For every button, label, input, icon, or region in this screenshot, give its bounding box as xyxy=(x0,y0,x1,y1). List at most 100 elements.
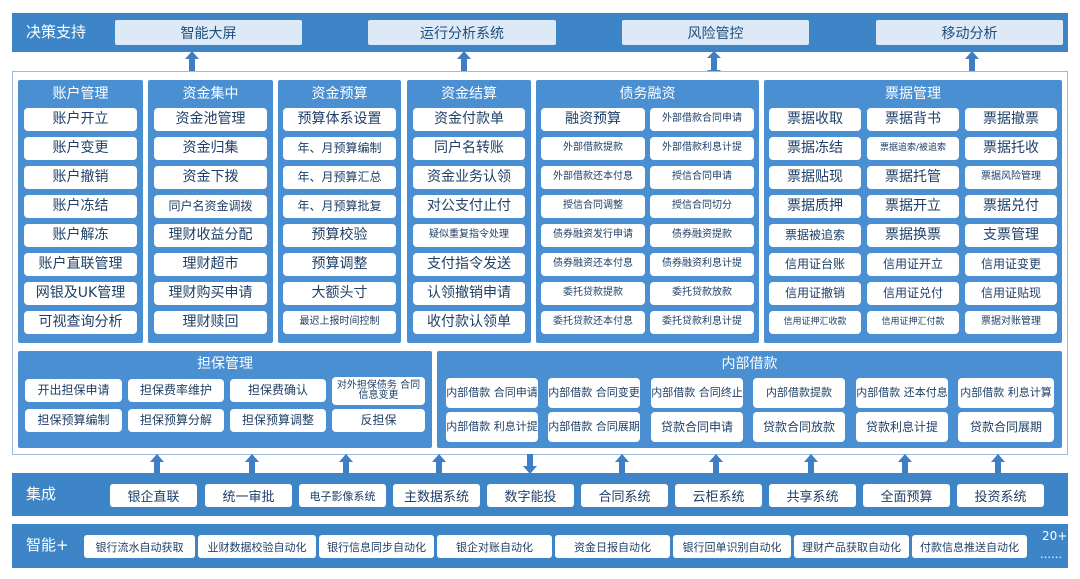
item-same-name-transfer[interactable]: 同户名资金调拨 xyxy=(154,195,267,218)
integration-item-shared-system[interactable]: 共享系统 xyxy=(769,484,856,507)
smart-item-payment-push[interactable]: 付款信息推送自动化 xyxy=(912,535,1027,558)
item-account-open[interactable]: 账户开立 xyxy=(24,108,137,131)
item-bill-custody[interactable]: 票据托管 xyxy=(867,166,959,189)
item-guarantee-apply[interactable]: 开出担保申请 xyxy=(25,379,122,402)
item-lc-issue[interactable]: 信用证开立 xyxy=(867,253,959,276)
item-credit-contract-apply[interactable]: 授信合同申请 xyxy=(650,166,754,189)
item-bill-reconcile[interactable]: 票据对账管理 xyxy=(965,311,1057,334)
item-counter-guarantee[interactable]: 反担保 xyxy=(332,409,425,432)
item-bill-payment[interactable]: 票据兑付 xyxy=(965,195,1057,218)
item-entrusted-loan-repay[interactable]: 委托贷款还本付息 xyxy=(541,311,645,334)
item-ebank-uk[interactable]: 网银及UK管理 xyxy=(24,282,137,305)
item-bond-issue[interactable]: 债券融资发行申请 xyxy=(541,224,645,247)
item-entrusted-loan-lend[interactable]: 委托贷款放款 xyxy=(650,282,754,305)
item-bill-receive[interactable]: 票据收取 xyxy=(769,108,861,131)
integration-item-unified-approval[interactable]: 统一审批 xyxy=(205,484,292,507)
item-lc-discount[interactable]: 信用证贴现 xyxy=(965,282,1057,305)
integration-item-contract-system[interactable]: 合同系统 xyxy=(581,484,668,507)
item-bill-freeze[interactable]: 票据冻结 xyxy=(769,137,861,160)
decision-item-risk-control[interactable]: 风险管控 xyxy=(622,20,809,45)
smart-item-data-check[interactable]: 业财数据校验自动化 xyxy=(198,535,316,558)
item-lc-ledger[interactable]: 信用证台账 xyxy=(769,253,861,276)
decision-item-mobile-analysis[interactable]: 移动分析 xyxy=(876,20,1063,45)
item-bill-recoursed[interactable]: 票据被追索 xyxy=(769,224,861,247)
item-bill-issue[interactable]: 票据开立 xyxy=(867,195,959,218)
item-lending-contract-apply[interactable]: 贷款合同申请 xyxy=(651,412,743,442)
item-credit-contract-split[interactable]: 授信合同切分 xyxy=(650,195,754,218)
item-fund-collection[interactable]: 资金归集 xyxy=(154,137,267,160)
item-budget-check[interactable]: 预算校验 xyxy=(283,224,396,247)
item-loan-interest-calc[interactable]: 内部借款 利息计算 xyxy=(958,378,1054,408)
decision-item-smart-screen[interactable]: 智能大屏 xyxy=(115,20,302,45)
item-budget-system[interactable]: 预算体系设置 xyxy=(283,108,396,131)
smart-item-receipt-recognition[interactable]: 银行回单识别自动化 xyxy=(673,535,791,558)
item-same-name-account-transfer[interactable]: 同户名转账 xyxy=(413,137,525,160)
item-guarantee-fee-confirm[interactable]: 担保费确认 xyxy=(230,379,326,402)
item-duplicate-instruction[interactable]: 疑似重复指令处理 xyxy=(413,224,525,247)
item-budget-summary[interactable]: 年、月预算汇总 xyxy=(283,166,396,189)
item-instruction-send[interactable]: 支付指令发送 xyxy=(413,253,525,276)
item-entrusted-loan-draw[interactable]: 委托贷款提款 xyxy=(541,282,645,305)
item-entrusted-loan-interest[interactable]: 委托贷款利息计提 xyxy=(650,311,754,334)
item-guarantee-budget-adjust[interactable]: 担保预算调整 xyxy=(230,409,326,432)
item-bill-cancel[interactable]: 票据撤票 xyxy=(965,108,1057,131)
item-visual-query[interactable]: 可视查询分析 xyxy=(24,311,137,334)
item-loan-contract-change[interactable]: 内部借款 合同变更 xyxy=(548,378,640,408)
item-wealth-purchase[interactable]: 理财购买申请 xyxy=(154,282,267,305)
item-bill-pledge[interactable]: 票据质押 xyxy=(769,195,861,218)
item-account-freeze[interactable]: 账户冻结 xyxy=(24,195,137,218)
item-wealth-income[interactable]: 理财收益分配 xyxy=(154,224,267,247)
integration-item-digital-energy[interactable]: 数字能投 xyxy=(487,484,574,507)
integration-item-bank-link[interactable]: 银企直联 xyxy=(110,484,197,507)
item-wealth-redeem[interactable]: 理财赎回 xyxy=(154,311,267,334)
item-claim-revoke[interactable]: 认领撤销申请 xyxy=(413,282,525,305)
item-loan-repay[interactable]: 内部借款 还本付息 xyxy=(856,378,948,408)
item-large-position[interactable]: 大额头寸 xyxy=(283,282,396,305)
decision-item-operation-analysis[interactable]: 运行分析系统 xyxy=(368,20,556,45)
item-bill-exchange[interactable]: 票据换票 xyxy=(867,224,959,247)
item-budget-compile[interactable]: 年、月预算编制 xyxy=(283,137,396,160)
item-account-direct-link[interactable]: 账户直联管理 xyxy=(24,253,137,276)
item-fund-pool[interactable]: 资金池管理 xyxy=(154,108,267,131)
integration-item-full-budget[interactable]: 全面预算 xyxy=(863,484,950,507)
item-external-loan-interest[interactable]: 外部借款利息计提 xyxy=(650,137,754,160)
item-account-change[interactable]: 账户变更 xyxy=(24,137,137,160)
item-loan-draw[interactable]: 内部借款提款 xyxy=(753,378,845,408)
item-bill-recourse[interactable]: 票据追索/被追索 xyxy=(867,137,959,160)
item-budget-approve[interactable]: 年、月预算批复 xyxy=(283,195,396,218)
item-external-loan-contract[interactable]: 外部借款合同申请 xyxy=(650,108,754,131)
item-lending-contract-extend[interactable]: 贷款合同展期 xyxy=(958,412,1054,442)
item-payment-stop[interactable]: 对公支付止付 xyxy=(413,195,525,218)
item-bond-repay[interactable]: 债券融资还本付息 xyxy=(541,253,645,276)
item-wealth-market[interactable]: 理财超市 xyxy=(154,253,267,276)
item-loan-contract-extend[interactable]: 内部借款 合同展期 xyxy=(548,412,640,442)
item-lc-change[interactable]: 信用证变更 xyxy=(965,253,1057,276)
integration-item-image-system[interactable]: 电子影像系统 xyxy=(299,484,386,507)
smart-item-daily-report[interactable]: 资金日报自动化 xyxy=(555,535,670,558)
item-fund-allocation[interactable]: 资金下拨 xyxy=(154,166,267,189)
integration-item-investment[interactable]: 投资系统 xyxy=(957,484,1044,507)
item-guarantee-contract-change[interactable]: 对外担保债务 合同信息变更 xyxy=(332,377,425,405)
item-guarantee-rate[interactable]: 担保费率维护 xyxy=(128,379,224,402)
smart-item-bank-reconcile[interactable]: 银企对账自动化 xyxy=(437,535,552,558)
item-loan-contract-apply[interactable]: 内部借款 合同申请 xyxy=(446,378,538,408)
item-bond-draw[interactable]: 债券融资提款 xyxy=(650,224,754,247)
smart-item-bank-flow[interactable]: 银行流水自动获取 xyxy=(84,535,195,558)
item-lc-negotiation-receive[interactable]: 信用证押汇收款 xyxy=(769,311,861,334)
item-lc-negotiation-pay[interactable]: 信用证押汇付款 xyxy=(867,311,959,334)
item-loan-interest-accrue[interactable]: 内部借款 利息计提 xyxy=(446,412,538,442)
item-lc-cancel[interactable]: 信用证撤销 xyxy=(769,282,861,305)
item-guarantee-budget-compile[interactable]: 担保预算编制 xyxy=(25,409,122,432)
item-loan-contract-end[interactable]: 内部借款 合同终止 xyxy=(651,378,743,408)
item-report-deadline[interactable]: 最迟上报时间控制 xyxy=(283,311,396,334)
item-bill-risk[interactable]: 票据风险管理 xyxy=(965,166,1057,189)
item-external-loan-draw[interactable]: 外部借款提款 xyxy=(541,137,645,160)
item-bill-collection[interactable]: 票据托收 xyxy=(965,137,1057,160)
item-account-unfreeze[interactable]: 账户解冻 xyxy=(24,224,137,247)
item-budget-adjust[interactable]: 预算调整 xyxy=(283,253,396,276)
item-account-cancel[interactable]: 账户撤销 xyxy=(24,166,137,189)
item-check-management[interactable]: 支票管理 xyxy=(965,224,1057,247)
item-external-loan-repay[interactable]: 外部借款还本付息 xyxy=(541,166,645,189)
item-guarantee-budget-split[interactable]: 担保预算分解 xyxy=(128,409,224,432)
item-lending-interest-accrue[interactable]: 贷款利息计提 xyxy=(856,412,948,442)
